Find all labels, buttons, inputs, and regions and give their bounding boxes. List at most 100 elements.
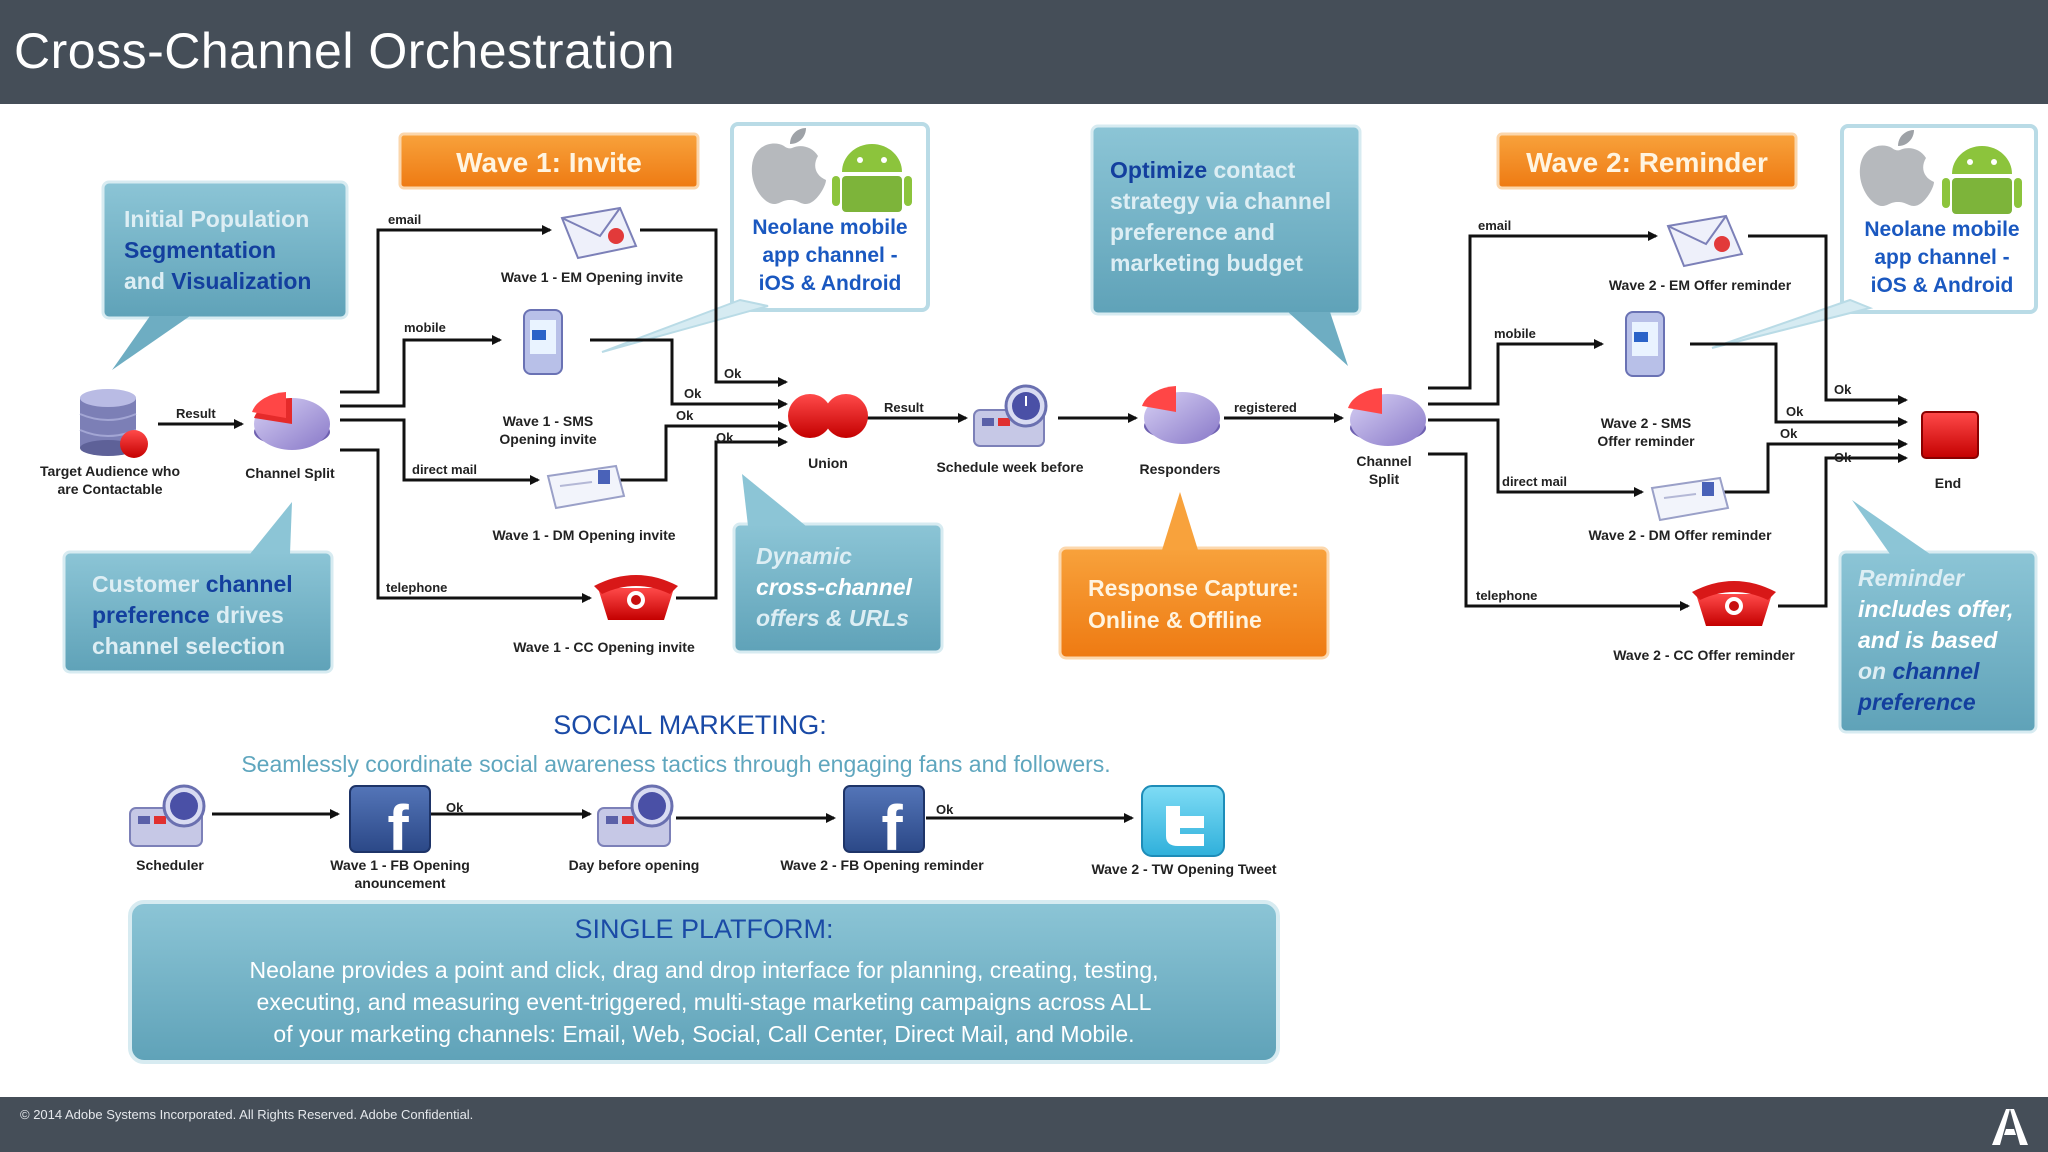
node-union: Union bbox=[788, 394, 868, 471]
target-label-2: are Contactable bbox=[57, 481, 162, 497]
union-label: Union bbox=[808, 455, 848, 471]
link-labels: Result email mobile direct mail telephon… bbox=[176, 212, 1852, 817]
social-title: SOCIAL MARKETING: bbox=[553, 710, 827, 740]
facebook-icon: f bbox=[349, 785, 431, 864]
callout-mobile-app-2: Neolane mobile app channel - iOS & Andro… bbox=[1711, 124, 2038, 349]
pie-chart-icon bbox=[252, 392, 330, 450]
telephone-icon bbox=[1692, 581, 1776, 626]
facebook-icon: f bbox=[843, 785, 925, 864]
callout-optimize: Optimize contact strategy via channel pr… bbox=[1090, 124, 1362, 366]
sms1-label-1: Wave 1 - SMS bbox=[503, 413, 594, 429]
day-before-label: Day before opening bbox=[569, 857, 700, 873]
svg-text:f: f bbox=[387, 792, 409, 864]
svg-text:Optimize contact: Optimize contact bbox=[1110, 157, 1296, 183]
reminder-line-1: Reminder bbox=[1858, 565, 1965, 591]
page-title: Cross-Channel Orchestration bbox=[14, 23, 675, 79]
node-direct-mail-wave2: Wave 2 - DM Offer reminder bbox=[1588, 476, 1772, 543]
tw-label: Wave 2 - TW Opening Tweet bbox=[1091, 861, 1276, 877]
wave-2-banner: Wave 2: Reminder bbox=[1496, 132, 1798, 190]
mobile2-line-3: iOS & Android bbox=[1871, 274, 2014, 297]
node-email-wave1: Wave 1 - EM Opening invite bbox=[501, 206, 684, 285]
social-node-fb-wave2: f Wave 2 - FB Opening reminder bbox=[780, 785, 984, 873]
link-label-registered: registered bbox=[1234, 400, 1297, 415]
node-sms-wave2: Wave 2 - SMS Offer reminder bbox=[1597, 311, 1695, 449]
optimize-line-3: preference and bbox=[1110, 219, 1275, 245]
schedule-label: Schedule week before bbox=[936, 459, 1083, 475]
mobile2-line-2: app channel - bbox=[1874, 246, 2009, 269]
callout-response-capture: Response Capture: Online & Offline bbox=[1058, 492, 1330, 660]
mobile1-line-2: app channel - bbox=[762, 244, 897, 267]
cc2-label: Wave 2 - CC Offer reminder bbox=[1613, 647, 1795, 663]
dynamic-line-2: cross-channel bbox=[756, 574, 913, 600]
node-schedule-week-before: Schedule week before bbox=[936, 384, 1084, 475]
copyright-text: © 2014 Adobe Systems Incorporated. All R… bbox=[20, 1107, 474, 1122]
link-label-mobile-1: mobile bbox=[404, 320, 446, 335]
link-label-ok-6: Ok bbox=[1786, 404, 1804, 419]
android-icon bbox=[832, 144, 912, 212]
node-responders: Responders bbox=[1140, 386, 1221, 477]
header-bar: Cross-Channel Orchestration bbox=[0, 0, 2048, 104]
letter-icon bbox=[546, 464, 626, 510]
link-label-ok-3: Ok bbox=[676, 408, 694, 423]
letter-icon bbox=[1650, 476, 1730, 522]
union-icon bbox=[788, 394, 868, 438]
dm1-label: Wave 1 - DM Opening invite bbox=[492, 527, 675, 543]
node-target-audience: Target Audience who are Contactable bbox=[40, 389, 180, 497]
pref-line-1a: Customer bbox=[92, 571, 206, 597]
reminder-line-4b: channel bbox=[1893, 658, 1981, 684]
wave-1-banner: Wave 1: Invite bbox=[398, 132, 700, 190]
pref-line-1b: channel bbox=[206, 571, 293, 597]
stop-icon bbox=[1921, 411, 1979, 459]
optimize-line-2: strategy via channel bbox=[1110, 188, 1331, 214]
android-icon bbox=[1942, 146, 2022, 214]
end-label: End bbox=[1935, 475, 1961, 491]
platform-title: SINGLE PLATFORM: bbox=[574, 914, 833, 944]
apple-icon bbox=[1859, 130, 1934, 206]
wave-2-label: Wave 2: Reminder bbox=[1526, 147, 1768, 178]
node-channel-split-2: Channel Split bbox=[1348, 388, 1426, 487]
response-line-1: Response Capture: bbox=[1088, 575, 1299, 601]
svg-text:Customer channel: Customer channel bbox=[92, 571, 293, 597]
link-label-direct-mail-1: direct mail bbox=[412, 462, 477, 477]
sms1-label-2: Opening invite bbox=[499, 431, 596, 447]
scheduler-icon bbox=[597, 784, 674, 847]
segmentation-line-3a: and bbox=[124, 268, 171, 294]
telephone-icon bbox=[594, 575, 678, 620]
reminder-line-2: includes offer, bbox=[1858, 596, 2014, 622]
pref-line-2a: preference bbox=[92, 602, 210, 628]
link-label-ok-4: Ok bbox=[716, 430, 734, 445]
adobe-logo-icon bbox=[1992, 1109, 2028, 1145]
wave-1-label: Wave 1: Invite bbox=[456, 147, 642, 178]
single-platform-box: SINGLE PLATFORM: Neolane provides a poin… bbox=[128, 900, 1280, 1064]
link-label-email-2: email bbox=[1478, 218, 1511, 233]
mobile2-line-1: Neolane mobile bbox=[1864, 218, 2019, 241]
dynamic-line-3: offers & URLs bbox=[756, 605, 909, 631]
scheduler-icon bbox=[973, 384, 1048, 447]
link-label-result-2: Result bbox=[884, 400, 924, 415]
connectors bbox=[158, 225, 1908, 823]
dm2-label: Wave 2 - DM Offer reminder bbox=[1588, 527, 1772, 543]
em1-label: Wave 1 - EM Opening invite bbox=[501, 269, 684, 285]
svg-text:f: f bbox=[881, 792, 903, 864]
link-label-ok-7: Ok bbox=[1780, 426, 1798, 441]
fb2-label: Wave 2 - FB Opening reminder bbox=[780, 857, 984, 873]
response-line-2: Online & Offline bbox=[1088, 607, 1262, 633]
optimize-line-1a: Optimize bbox=[1110, 157, 1207, 183]
em2-label: Wave 2 - EM Offer reminder bbox=[1609, 277, 1792, 293]
svg-text:and Visualization: and Visualization bbox=[124, 268, 311, 294]
database-icon bbox=[79, 389, 148, 458]
scheduler-label: Scheduler bbox=[136, 857, 204, 873]
fb1-label-2: anouncement bbox=[354, 875, 445, 891]
social-subtitle: Seamlessly coordinate social awareness t… bbox=[241, 751, 1110, 777]
pie-chart-icon bbox=[1142, 386, 1220, 444]
sms2-label-2: Offer reminder bbox=[1597, 433, 1695, 449]
node-direct-mail-wave1: Wave 1 - DM Opening invite bbox=[492, 464, 676, 543]
target-label-1: Target Audience who bbox=[40, 463, 180, 479]
social-node-twitter: Wave 2 - TW Opening Tweet bbox=[1091, 785, 1277, 877]
link-label-direct-mail-2: direct mail bbox=[1502, 474, 1567, 489]
segmentation-line-1: Initial Population bbox=[124, 206, 309, 232]
node-end: End bbox=[1921, 411, 1979, 491]
node-email-wave2: Wave 2 - EM Offer reminder bbox=[1609, 214, 1792, 293]
node-channel-split-1: Channel Split bbox=[245, 392, 335, 481]
